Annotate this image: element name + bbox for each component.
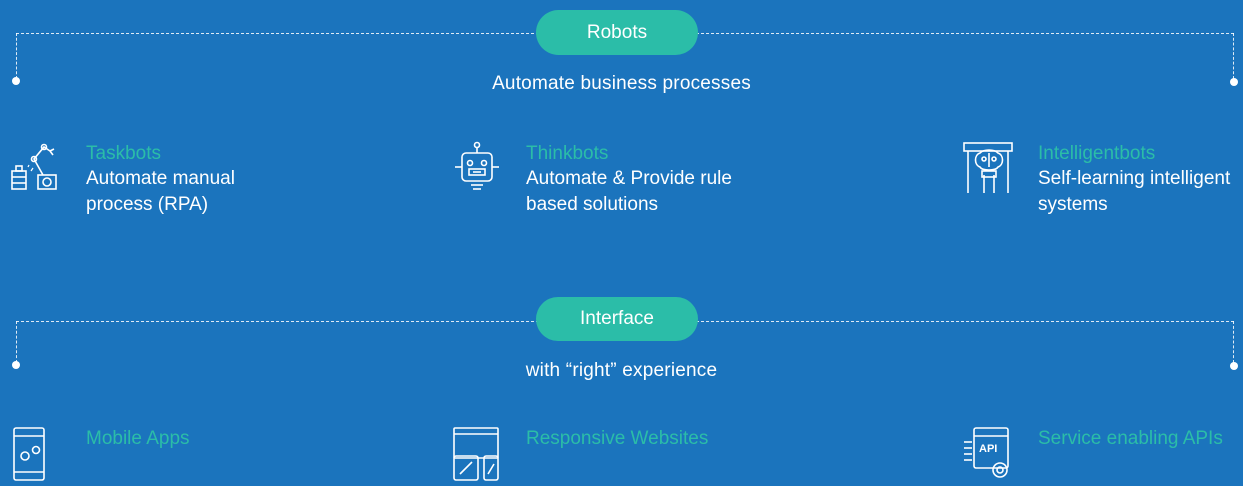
connector-line-left (16, 321, 17, 363)
robots-section: Robots Automate business processes Taskb… (0, 0, 1243, 240)
responsive-devices-icon (450, 426, 504, 482)
svg-text:API: API (979, 443, 997, 455)
intelligentbots-description: Self-learning intelligent systems (1038, 168, 1231, 215)
api-settings-icon: API (962, 426, 1016, 482)
connector-line-left (16, 33, 17, 79)
connector-line-right (1233, 321, 1234, 363)
connector-dot-right (1230, 78, 1238, 86)
taskbots-item: Taskbots Automate manual process (RPA) (10, 141, 296, 218)
mobile-app-icon (10, 426, 64, 482)
thinkbots-title: Thinkbots (526, 143, 609, 164)
taskbots-title: Taskbots (86, 143, 161, 164)
robot-head-icon (450, 141, 504, 197)
thinkbots-item: Thinkbots Automate & Provide rule based … (450, 141, 736, 218)
robotic-arm-icon (10, 141, 64, 197)
intelligentbots-title: Intelligentbots (1038, 143, 1156, 164)
brain-circuit-icon (962, 141, 1016, 197)
service-apis-item: API Service enabling APIs (962, 426, 1228, 482)
mobile-apps-title: Mobile Apps (86, 428, 190, 449)
mobile-apps-item: Mobile Apps (10, 426, 190, 482)
taskbots-description: Automate manual process (RPA) (86, 168, 235, 215)
responsive-websites-title: Responsive Websites (526, 428, 709, 449)
robots-subtitle: Automate business processes (492, 73, 751, 94)
connector-dot-left (12, 361, 20, 369)
interface-badge: Interface (536, 297, 698, 341)
responsive-websites-item: Responsive Websites (450, 426, 708, 482)
interface-section: Interface with “right” experience (0, 288, 1243, 486)
thinkbots-description: Automate & Provide rule based solutions (526, 168, 732, 215)
robots-badge: Robots (536, 10, 698, 55)
connector-line-right (1233, 33, 1234, 79)
connector-dot-right (1230, 362, 1238, 370)
connector-dot-left (12, 77, 20, 85)
interface-subtitle: with “right” experience (525, 360, 718, 381)
service-apis-title: Service enabling APIs (1038, 428, 1223, 449)
intelligentbots-item: Intelligentbots Self-learning intelligen… (962, 141, 1243, 218)
